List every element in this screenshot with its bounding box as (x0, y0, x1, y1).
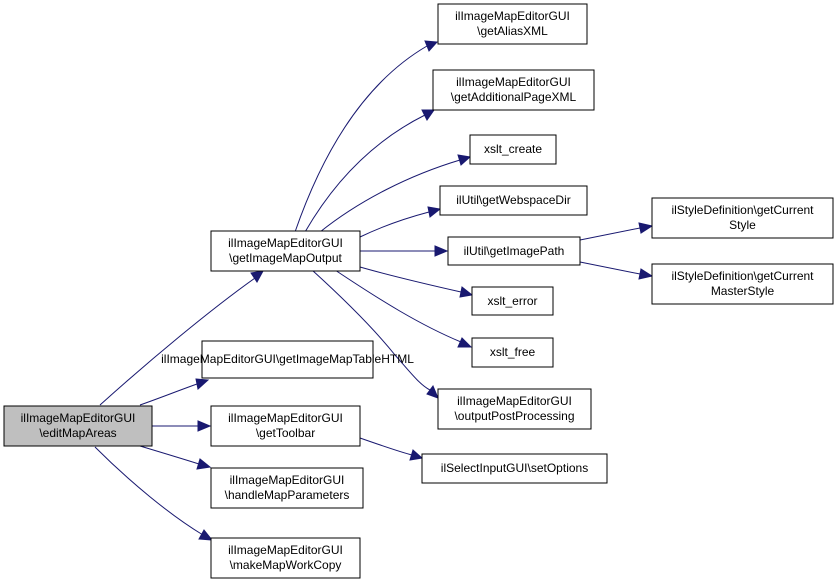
node-getcurrentstyle[interactable]: ilStyleDefinition\getCurrent Style (651, 197, 834, 239)
node-label-line: ilImageMapEditorGUI (230, 473, 345, 487)
node-label-line: ilImageMapEditorGUI (228, 411, 343, 425)
edge-gettoolbar-to-setoptions (359, 437, 424, 461)
edge-editmapareas-to-gettoolbar (152, 420, 212, 432)
node-label-line: ilImageMapEditorGUI (455, 9, 570, 23)
node-label-line: ilStyleDefinition\getCurrent (671, 269, 814, 283)
node-handlemapparameters[interactable]: ilImageMapEditorGUI \handleMapParameters (210, 467, 364, 509)
node-label-line: \editMapAreas (39, 426, 116, 440)
edge-getimagemapoutput-to-xslt-error (359, 266, 474, 298)
node-label-line: \getAdditionalPageXML (451, 90, 577, 104)
node-label-line: \getImageMapOutput (229, 251, 342, 265)
node-label-line: \getToolbar (256, 426, 315, 440)
edge-editmapareas-to-handlemapparameters (139, 445, 212, 470)
node-makemapworkcopy[interactable]: ilImageMapEditorGUI \makeMapWorkCopy (210, 537, 361, 579)
node-label-line: ilSelectInputGUI\setOptions (441, 461, 588, 475)
node-label-line: ilImageMapEditorGUI (228, 236, 343, 250)
node-label-line: \outputPostProcessing (454, 409, 574, 423)
node-outputpostprocessing[interactable]: ilImageMapEditorGUI \outputPostProcessin… (437, 388, 592, 430)
node-getcurrentmasterstyle[interactable]: ilStyleDefinition\getCurrent MasterStyle (651, 263, 834, 305)
node-xslt-error[interactable]: xslt_error (471, 286, 554, 316)
node-getimagemapoutput[interactable]: ilImageMapEditorGUI \getImageMapOutput (210, 230, 361, 272)
node-label-line: MasterStyle (711, 284, 775, 298)
node-xslt-free[interactable]: xslt_free (471, 337, 554, 368)
node-gettoolbar[interactable]: ilImageMapEditorGUI \getToolbar (210, 405, 361, 447)
edge-editmapareas-to-getimagemapoutput (99, 270, 264, 406)
node-label-line: ilUtil\getWebspaceDir (456, 193, 571, 207)
node-label-line: xslt_error (487, 294, 537, 308)
node-label-line: ilImageMapEditorGUI\getImageMapTableHTML (161, 352, 414, 366)
node-setoptions[interactable]: ilSelectInputGUI\setOptions (421, 453, 608, 484)
node-label-line: ilStyleDefinition\getCurrent (671, 203, 814, 217)
node-label-line: ilImageMapEditorGUI (228, 543, 343, 557)
edge-getimagepath-to-getcurrentstyle (579, 222, 654, 241)
edge-getimagepath-to-getcurrentmasterstyle (579, 261, 654, 280)
node-xslt-create[interactable]: xslt_create (469, 134, 557, 165)
edge-editmapareas-to-makemapworkcopy (94, 446, 214, 541)
node-editmapareas[interactable]: ilImageMapEditorGUI \editMapAreas (3, 405, 153, 447)
edge-getimagemapoutput-to-getadditionalpagexml (304, 109, 435, 233)
node-label-line: ilUtil\getImagePath (464, 244, 565, 258)
node-getadditionalpagexml[interactable]: ilImageMapEditorGUI \getAdditionalPageXM… (432, 69, 595, 111)
node-label-line: Style (729, 218, 756, 232)
node-label-line: ilImageMapEditorGUI (457, 394, 572, 408)
node-label-line: \makeMapWorkCopy (230, 558, 342, 572)
node-getaliasxml[interactable]: ilImageMapEditorGUI \getAliasXML (437, 3, 588, 45)
node-getimagemaptablehtml[interactable]: ilImageMapEditorGUI\getImageMapTableHTML (161, 340, 414, 379)
node-getimagepath[interactable]: ilUtil\getImagePath (447, 236, 581, 266)
edge-getimagemapoutput-to-getwebspacedir (359, 206, 442, 238)
edge-getimagemapoutput-to-outputpostprocessing (311, 269, 439, 399)
edge-getimagemapoutput-to-xslt-free (334, 269, 473, 348)
node-label-line: ilImageMapEditorGUI (456, 75, 571, 89)
node-label-line: xslt_free (490, 345, 536, 359)
node-label-line: \getAliasXML (477, 24, 548, 38)
node-label-line: ilImageMapEditorGUI (21, 411, 136, 425)
edge-editmapareas-to-getimagemaptablehtml (139, 378, 210, 406)
edge-getimagemapoutput-to-getimagepath (360, 245, 449, 257)
node-getwebspacedir[interactable]: ilUtil\getWebspaceDir (439, 185, 588, 216)
node-label-line: \handleMapParameters (225, 488, 350, 502)
edge-getimagemapoutput-to-xslt-create (319, 154, 472, 233)
edge-getimagemapoutput-to-getaliasxml (294, 40, 439, 233)
node-label-line: xslt_create (484, 142, 542, 156)
